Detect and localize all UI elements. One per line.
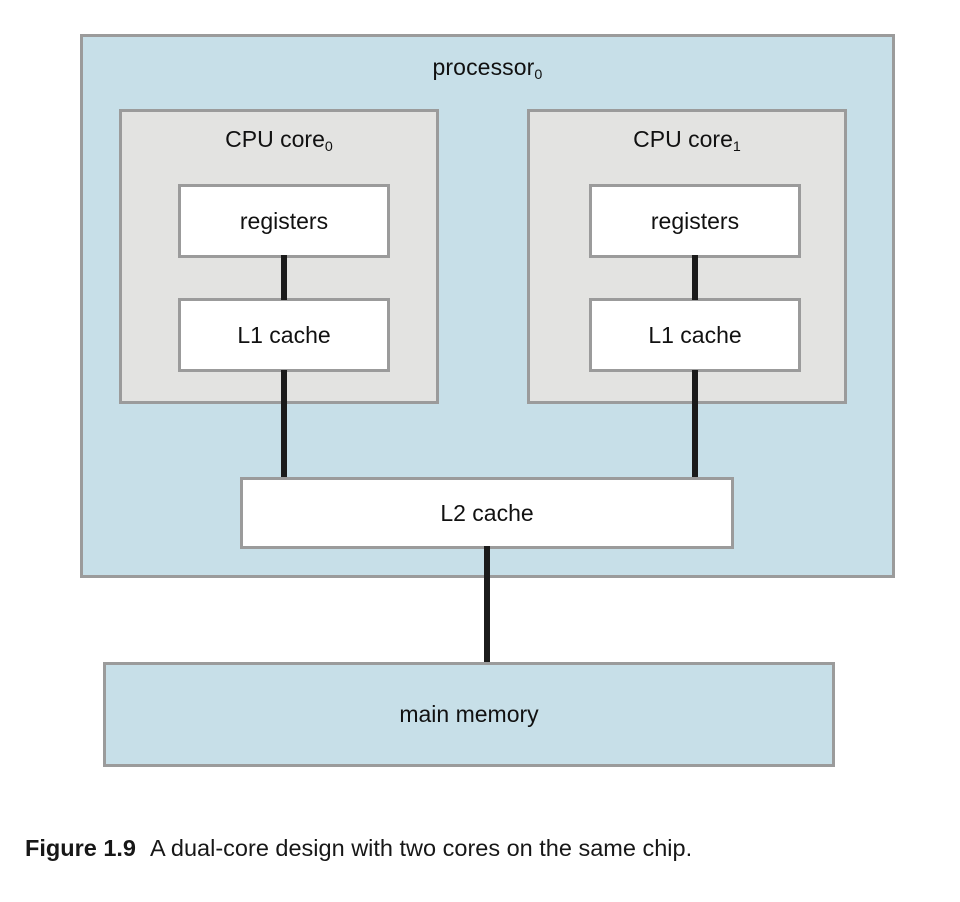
connector-registers-to-l1-core-1 [692,255,698,300]
cpu-core-1-label: CPU core1 [633,126,741,155]
processor-label-subscript: 0 [534,66,543,83]
l2-cache-box: L2 cache [240,477,734,549]
main-memory-box: main memory [103,662,835,767]
figure-caption-label: Figure 1.9 [25,835,137,861]
registers-box-core-1: registers [589,184,801,258]
cpu-core-0-label-subscript: 0 [324,138,333,155]
l1-cache-label-core-0: L1 cache [237,321,331,348]
connector-l1-to-l2-core-1 [692,370,698,479]
processor-label: processor0 [432,54,543,83]
cpu-core-1-label-subscript: 1 [732,138,741,155]
l1-cache-box-core-1: L1 cache [589,298,801,372]
l2-cache-label: L2 cache [440,499,534,526]
l1-cache-box-core-0: L1 cache [178,298,390,372]
registers-label-core-1: registers [650,207,740,234]
registers-label-core-0: registers [239,207,329,234]
l1-cache-label-core-1: L1 cache [648,321,742,348]
registers-box-core-0: registers [178,184,390,258]
main-memory-label: main memory [399,701,539,727]
connector-l1-to-l2-core-0 [281,370,287,479]
processor-label-text: processor [432,54,535,80]
cpu-core-0-label-text: CPU core [225,126,325,152]
figure-caption-text: A dual-core design with two cores on the… [150,835,693,861]
connector-registers-to-l1-core-0 [281,255,287,300]
figure-caption: Figure 1.9 A dual-core design with two co… [25,833,935,863]
cpu-core-0-label: CPU core0 [225,126,333,155]
connector-l2-to-main-memory [484,546,490,664]
cpu-core-1-label-text: CPU core [633,126,733,152]
